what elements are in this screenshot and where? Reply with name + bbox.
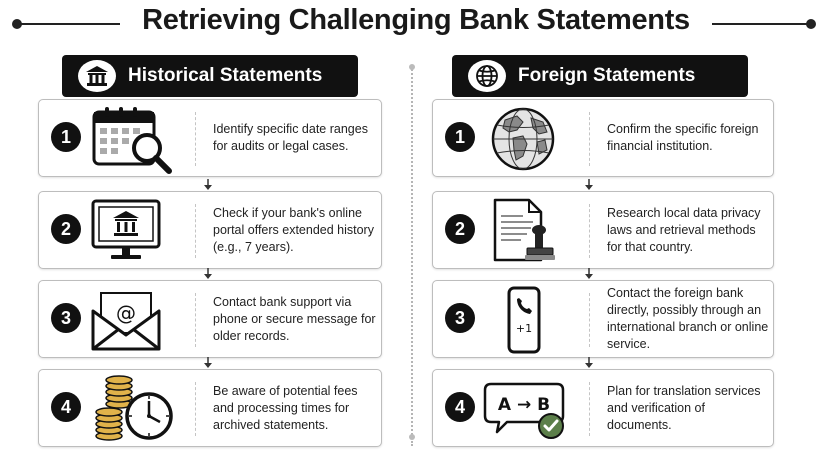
step-text: Identify specific date ranges for audits… <box>213 122 368 153</box>
translation-label: A → B <box>498 395 550 415</box>
step-number: 3 <box>51 303 81 333</box>
historical-step-4: 4 Be aware of potential fees and process… <box>38 369 382 447</box>
divider-dot-bottom <box>409 434 415 440</box>
foreign-header-label: Foreign Statements <box>518 65 696 86</box>
step-number: 2 <box>51 214 81 244</box>
step-text: Check if your bank's online portal offer… <box>213 205 374 254</box>
page-title: Retrieving Challenging Bank Statements <box>142 4 690 36</box>
title-rule-right <box>712 23 810 25</box>
card-separator <box>589 204 590 258</box>
arrow-down-icon <box>204 179 212 190</box>
arrow-down-icon <box>585 357 593 368</box>
step-text: Contact bank support via phone or secure… <box>213 294 376 343</box>
foreign-header: Foreign Statements <box>452 55 748 97</box>
foreign-step-2: 2 Research local data privacy laws and r… <box>432 191 774 269</box>
step-number: 4 <box>445 392 475 422</box>
phone-icon: +1 <box>507 286 541 354</box>
phone-label: +1 <box>516 322 532 335</box>
step-text: Contact the foreign bank directly, possi… <box>607 286 769 351</box>
foreign-step-1: 1 Confirm the specific foreign financial… <box>432 99 774 177</box>
card-separator <box>195 112 196 166</box>
step-number: 1 <box>445 122 475 152</box>
step-number: 4 <box>51 392 81 422</box>
bank-icon <box>78 60 116 92</box>
card-separator <box>589 112 590 166</box>
globe-icon <box>468 60 506 92</box>
email-envelope-icon: @ <box>91 292 161 351</box>
divider-dot-top <box>409 64 415 70</box>
coins-clock-icon <box>95 375 173 441</box>
card-separator <box>195 204 196 258</box>
foreign-step-3: 3 +1 Contact the foreign bank directly, … <box>432 280 774 358</box>
document-stamp-icon <box>493 198 555 262</box>
historical-step-2: 2 Check if your bank's online portal off… <box>38 191 382 269</box>
historical-step-1: 1 Identify specific date ranges for audi… <box>38 99 382 177</box>
card-separator <box>195 382 196 436</box>
column-divider <box>411 66 413 446</box>
step-number: 2 <box>445 214 475 244</box>
foreign-step-4: 4 A → B Plan for translation services an… <box>432 369 774 447</box>
title-rule-left <box>18 23 120 25</box>
arrow-down-icon <box>204 268 212 279</box>
arrow-down-icon <box>585 268 593 279</box>
card-separator <box>195 293 196 347</box>
card-separator <box>589 382 590 436</box>
globe-icon <box>491 107 555 171</box>
step-text: Confirm the specific foreign financial i… <box>607 122 759 153</box>
arrow-down-icon <box>585 179 593 190</box>
step-number: 3 <box>445 303 475 333</box>
step-text: Plan for translation services and verifi… <box>607 383 761 432</box>
historical-header: Historical Statements <box>62 55 358 97</box>
title-dot-right <box>806 19 816 29</box>
arrow-down-icon <box>204 357 212 368</box>
step-number: 1 <box>51 122 81 152</box>
calendar-search-icon <box>92 107 172 174</box>
step-text: Research local data privacy laws and ret… <box>607 205 761 254</box>
translation-icon: A → B <box>483 382 565 439</box>
historical-header-label: Historical Statements <box>128 65 323 86</box>
step-text: Be aware of potential fees and processin… <box>213 383 358 432</box>
card-separator <box>589 293 590 347</box>
title-row: Retrieving Challenging Bank Statements <box>0 0 828 48</box>
online-portal-icon <box>91 199 161 259</box>
svg-text:@: @ <box>116 301 136 325</box>
historical-step-3: 3 @ Contact bank support via phone or se… <box>38 280 382 358</box>
title-dot-left <box>12 19 22 29</box>
